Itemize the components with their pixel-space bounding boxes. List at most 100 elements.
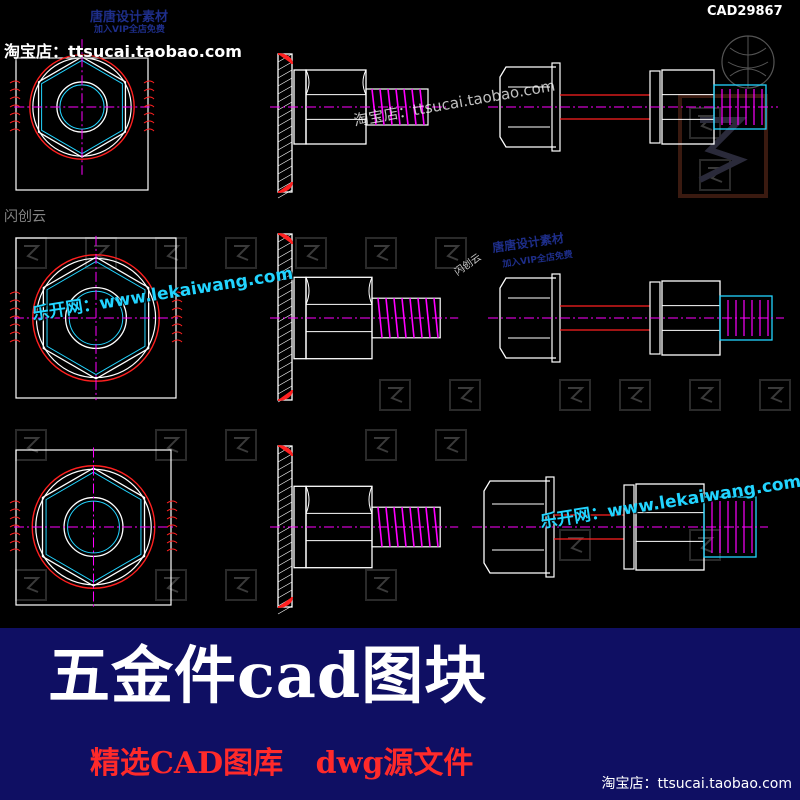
washer-hatch <box>277 281 293 291</box>
washer-hatch <box>277 149 293 159</box>
spring-hatch-left <box>9 548 21 552</box>
spring-hatch-left <box>9 104 21 108</box>
shop-watermark-top: 淘宝店：ttsucai.taobao.com <box>4 42 242 61</box>
bolt-head-chamfer <box>368 486 373 514</box>
washer-top-arc-red <box>277 53 293 65</box>
washer-hatch <box>277 517 293 527</box>
washer-hatch <box>277 533 293 543</box>
spring-hatch-right <box>171 299 183 303</box>
washer-hatch <box>277 501 293 511</box>
washer-hatch <box>277 493 293 503</box>
spring-hatch-left <box>9 299 21 303</box>
logo-tile-mark <box>568 387 585 403</box>
spring-hatch-left <box>9 80 21 84</box>
logo-tile-mark <box>768 387 785 403</box>
washer-hatch <box>277 249 293 259</box>
spring-hatch-right <box>166 524 178 528</box>
nut-hexagon-inner-cyan <box>46 260 146 376</box>
washer-hatch <box>277 565 293 575</box>
title-banner <box>0 628 800 800</box>
cap-nut <box>499 277 556 359</box>
subtitle-cad-library: 精选CAD图库 <box>90 746 284 781</box>
washer-hatch <box>277 589 293 599</box>
logo-tile-mark <box>374 577 391 593</box>
washer-hatch <box>277 549 293 559</box>
washer-hatch <box>277 321 293 331</box>
spring-hatch-left <box>9 532 21 536</box>
cap-nut <box>483 480 550 574</box>
spring-hatch-left <box>9 128 21 132</box>
thread-line-magenta <box>387 88 393 126</box>
logo-tile-mark <box>444 245 461 261</box>
spring-hatch-left <box>9 112 21 116</box>
washer-hatch <box>277 189 293 199</box>
spring-hatch-left <box>9 88 21 92</box>
thread-line-magenta <box>409 298 415 338</box>
logo-tile-mark <box>234 437 251 453</box>
logo-tile-mark <box>388 387 405 403</box>
spring-hatch-right <box>166 540 178 544</box>
brand-sub-watermark-top: 加入VIP全店免费 <box>94 25 165 35</box>
logo-watermark-large <box>678 94 768 198</box>
logo-tile-mark <box>568 537 585 553</box>
logo-watermark-mark <box>698 117 748 183</box>
washer-hatch <box>277 101 293 111</box>
nut-outer-circle-red <box>29 54 135 160</box>
logo-tile <box>559 529 591 561</box>
washer-hatch <box>277 157 293 167</box>
logo-tile <box>699 159 731 191</box>
spring-hatch-left <box>9 96 21 100</box>
bolt-head-chamfer <box>305 486 310 514</box>
washer-hatch <box>277 353 293 363</box>
logo-tile-mark <box>164 437 181 453</box>
washer-hatch <box>277 461 293 471</box>
logo-tile-mark <box>698 537 715 553</box>
washer-top-arc-red <box>277 233 293 245</box>
washer-hatch <box>277 165 293 175</box>
spring-hatch-left <box>9 524 21 528</box>
washer-bottom-arc-red <box>277 181 293 193</box>
spring-hatch-right <box>166 516 178 520</box>
washer-bottom-arc-red <box>277 389 293 401</box>
washer-hatch <box>277 125 293 135</box>
logo-tile <box>225 569 257 601</box>
spring-hatch-left <box>9 307 21 311</box>
washer-hatch <box>277 133 293 143</box>
washer-hatch <box>277 257 293 267</box>
logo-tile <box>295 237 327 269</box>
spring-hatch-right <box>143 88 155 92</box>
logo-tile <box>435 429 467 461</box>
washer-hatch <box>277 581 293 591</box>
spring-hatch-left <box>9 339 21 343</box>
banner-title: 五金件cad图块 <box>48 639 488 712</box>
spring-hatch-left <box>9 331 21 335</box>
spring-hatch-right <box>171 339 183 343</box>
washer-hatch <box>277 369 293 379</box>
washer-hatch <box>277 573 293 583</box>
spring-hatch-right <box>171 315 183 319</box>
logo-tile-mark <box>304 245 321 261</box>
washer-bottom-arc-red <box>277 596 293 608</box>
washer-hatch <box>277 305 293 315</box>
washer-hatch <box>277 337 293 347</box>
logo-tile <box>689 379 721 411</box>
thread-line-magenta <box>409 507 415 547</box>
washer-hatch <box>277 557 293 567</box>
logo-tile-mark <box>94 245 111 261</box>
washer-hatch <box>277 509 293 519</box>
washer-plate <box>277 53 293 193</box>
washer-hatch <box>277 77 293 87</box>
ornament-mesh <box>727 36 769 88</box>
shop-watermark-bottom: 淘宝店：ttsucai.taobao.com <box>601 776 792 792</box>
spring-hatch-right <box>171 323 183 327</box>
spring-hatch-left <box>9 516 21 520</box>
logo-tile <box>619 379 651 411</box>
washer-hatch <box>277 345 293 355</box>
spring-hatch-right <box>143 80 155 84</box>
washer-hatch <box>277 109 293 119</box>
logo-tile-mark <box>698 387 715 403</box>
washer-hatch <box>277 477 293 487</box>
nut-hexagon <box>41 467 146 587</box>
spring-hatch-left <box>9 291 21 295</box>
